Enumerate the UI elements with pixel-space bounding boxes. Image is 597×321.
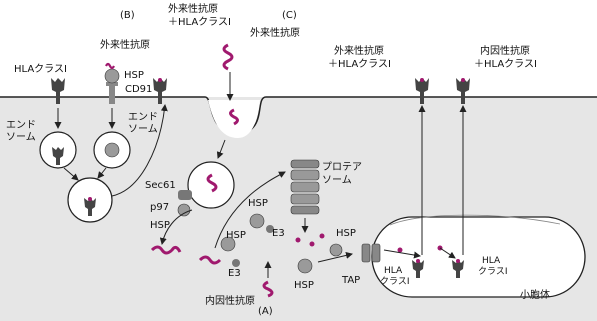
endo-antigen-label: 内因性抗原	[205, 296, 255, 308]
p97-complex	[178, 204, 190, 216]
exo-antigen-b-label: 外来性抗原	[100, 40, 150, 52]
endosome-label-1b: ソーム	[6, 132, 36, 144]
hsp-bottom-icon	[298, 259, 312, 273]
endosome-label-2b: ソーム	[128, 124, 158, 136]
exo-antigen-c-label: 外来性抗原	[250, 28, 300, 40]
er-hla-label-2: クラスⅠ	[380, 277, 409, 287]
er-name-label: 小胞体	[520, 290, 550, 302]
proteasome-icon	[291, 160, 319, 214]
endosome-label-1a: エンド	[6, 120, 36, 132]
peptide-fragment-icon	[320, 234, 325, 239]
er-hla-label-4: クラスⅠ	[478, 267, 507, 277]
endosome-hsp-icon	[105, 143, 119, 157]
cd91-label: CD91	[125, 84, 152, 96]
e3b-label: E3	[228, 268, 241, 280]
tap-transporter-right	[372, 244, 380, 262]
proteasome-label-2: ソーム	[322, 175, 352, 187]
proteasome-label-1: プロテア	[322, 162, 362, 174]
panel-b-label: (B)	[120, 10, 135, 22]
sec61-label: Sec61	[145, 180, 176, 192]
hsp-prot-label: HSP	[336, 228, 356, 240]
exogenous-antigen-squiggle	[224, 45, 232, 69]
hsp-bottom-label: HSP	[294, 280, 314, 292]
er-hla-label-3: HLA	[482, 256, 500, 266]
peptide-fragment-icon	[398, 248, 403, 253]
tap-label: TAP	[342, 275, 360, 287]
e3b-icon	[232, 259, 240, 267]
exo-hla-top-label-1: 外来性抗原	[168, 4, 218, 16]
exo-hla-top-label-2: ＋HLAクラスⅠ	[168, 17, 231, 29]
panel-a-label: (A)	[258, 306, 273, 318]
endosome-label-2a: エンド	[128, 112, 158, 124]
hsp-e3b-label: HSP	[226, 230, 246, 242]
er-hla-label-1: HLA	[384, 266, 402, 276]
hsp-icon	[105, 69, 119, 83]
sec61-channel	[178, 190, 192, 200]
surface-exo-label-1: 外来性抗原	[334, 46, 384, 58]
surface-endo-label-1: 内因性抗原	[480, 46, 530, 58]
hla-class1-left-label: HLAクラスⅠ	[14, 64, 67, 76]
surface-endo-label-2: ＋HLAクラスⅠ	[474, 59, 537, 71]
tap-transporter-left	[362, 244, 370, 262]
surface-exo-label-2: ＋HLAクラスⅠ	[328, 59, 391, 71]
hsp-mid-label: HSP	[150, 220, 170, 232]
peptide-fragment-icon	[296, 238, 301, 243]
hsp-e3a-label: HSP	[248, 198, 268, 210]
e3a-label: E3	[272, 228, 285, 240]
hsp-e3a-icon	[250, 214, 264, 228]
p97-label: p97	[150, 202, 169, 214]
hsp-prot-icon	[330, 244, 342, 256]
peptide-fragment-icon	[310, 242, 315, 247]
antigen-peptide-icon	[106, 64, 114, 68]
phagosome	[188, 162, 234, 208]
hsp-b-label: HSP	[124, 70, 144, 82]
panel-c-label: (C)	[282, 10, 297, 22]
